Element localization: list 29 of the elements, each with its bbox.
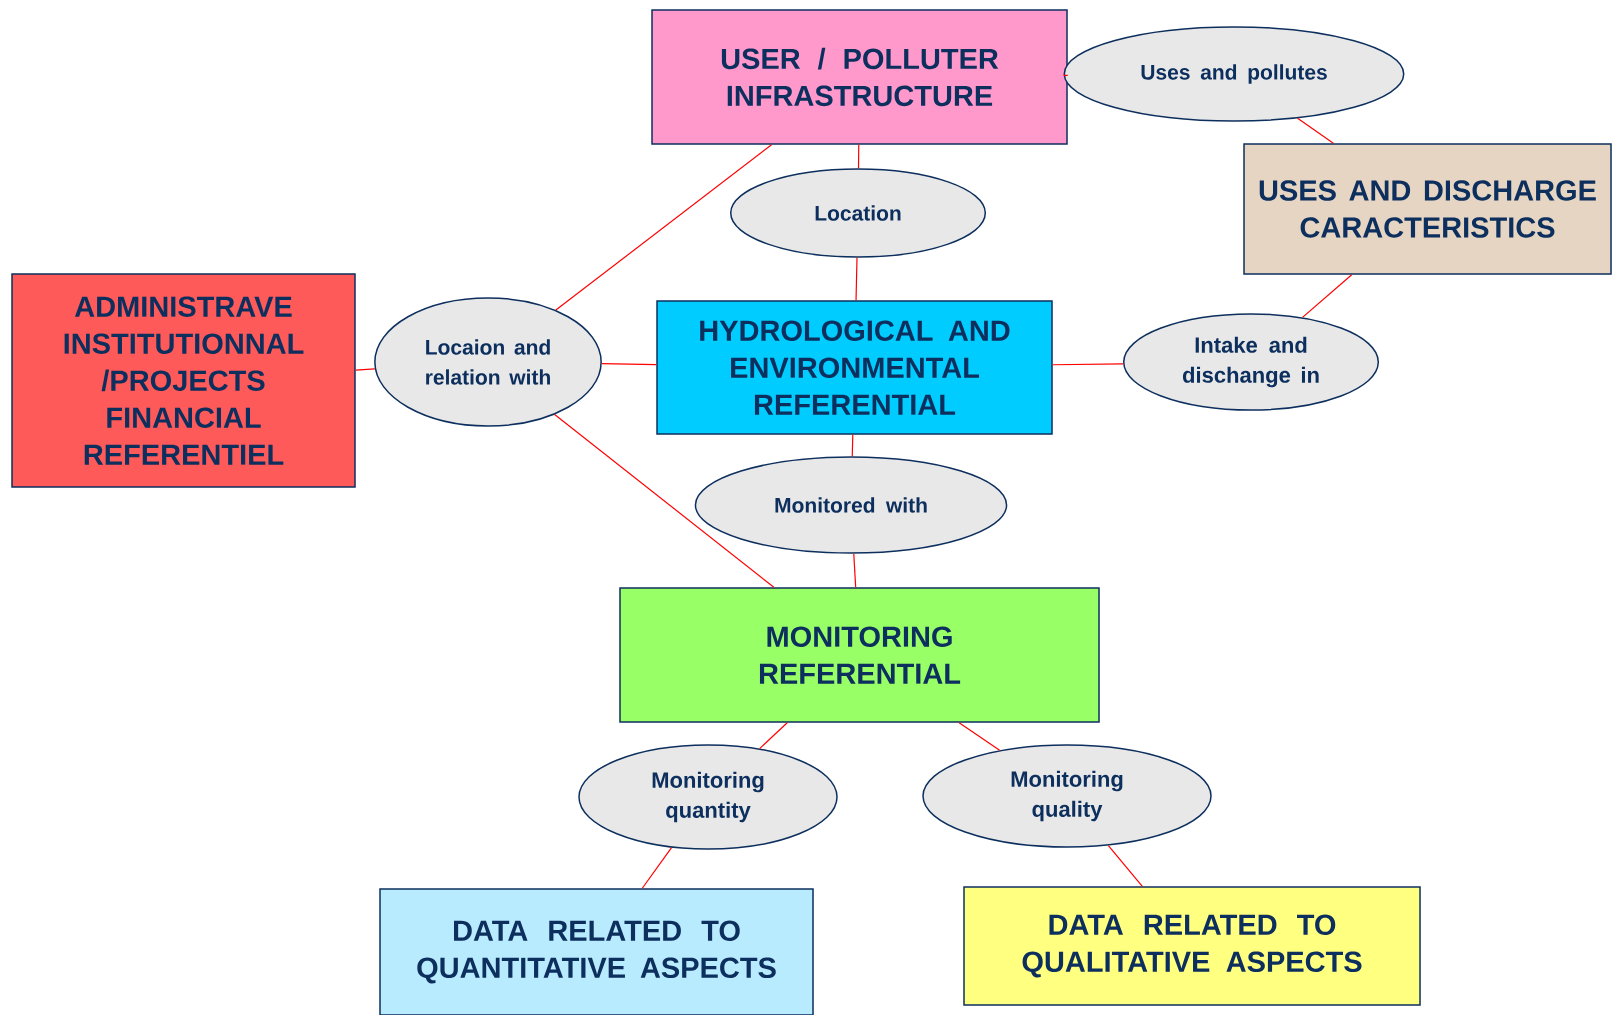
concept-box: USES AND DISCHARGE CARACTERISTICS bbox=[1243, 143, 1612, 275]
connector-line bbox=[555, 144, 773, 311]
connector-line bbox=[601, 363, 657, 366]
connector-line bbox=[851, 434, 854, 457]
concept-box: USER / POLLUTER INFRASTRUCTURE bbox=[651, 9, 1068, 145]
connector-line bbox=[1107, 845, 1143, 887]
connector-line bbox=[958, 722, 1001, 751]
concept-box: HYDROLOGICAL AND ENVIRONMENTAL REFERENTIAL bbox=[656, 300, 1053, 435]
concept-box: ADMINISTRAVE INSTITUTIONNAL /PROJECTS FINANCIAL REFERENTIEL bbox=[11, 273, 356, 488]
ellipse-label: Uses and pollutes bbox=[1063, 26, 1405, 122]
connector-line bbox=[853, 553, 857, 588]
connector-line bbox=[1063, 74, 1069, 76]
connector-line bbox=[1301, 274, 1353, 318]
connector-line bbox=[641, 847, 673, 889]
ellipse-label: Intake and dischange in bbox=[1123, 313, 1380, 411]
ellipse-label: Monitoring quality bbox=[922, 744, 1212, 848]
concept-box: MONITORING REFERENTIAL bbox=[619, 587, 1100, 723]
connector-line bbox=[857, 144, 860, 169]
ellipse-label: Monitored with bbox=[694, 456, 1008, 554]
ellipse-label: Monitoring quantity bbox=[578, 744, 838, 850]
connector-line bbox=[355, 368, 376, 371]
ellipse-label: Location bbox=[730, 168, 987, 258]
connector-line bbox=[855, 257, 858, 301]
connector-line bbox=[554, 413, 775, 588]
connector-line bbox=[759, 722, 788, 750]
ellipse-label: Locaion and relation with bbox=[374, 297, 602, 427]
connector-line bbox=[1052, 363, 1124, 366]
concept-box: DATA RELATED TO QUALITATIVE ASPECTS bbox=[963, 886, 1421, 1006]
concept-box: DATA RELATED TO QUANTITATIVE ASPECTS bbox=[379, 888, 814, 1015]
